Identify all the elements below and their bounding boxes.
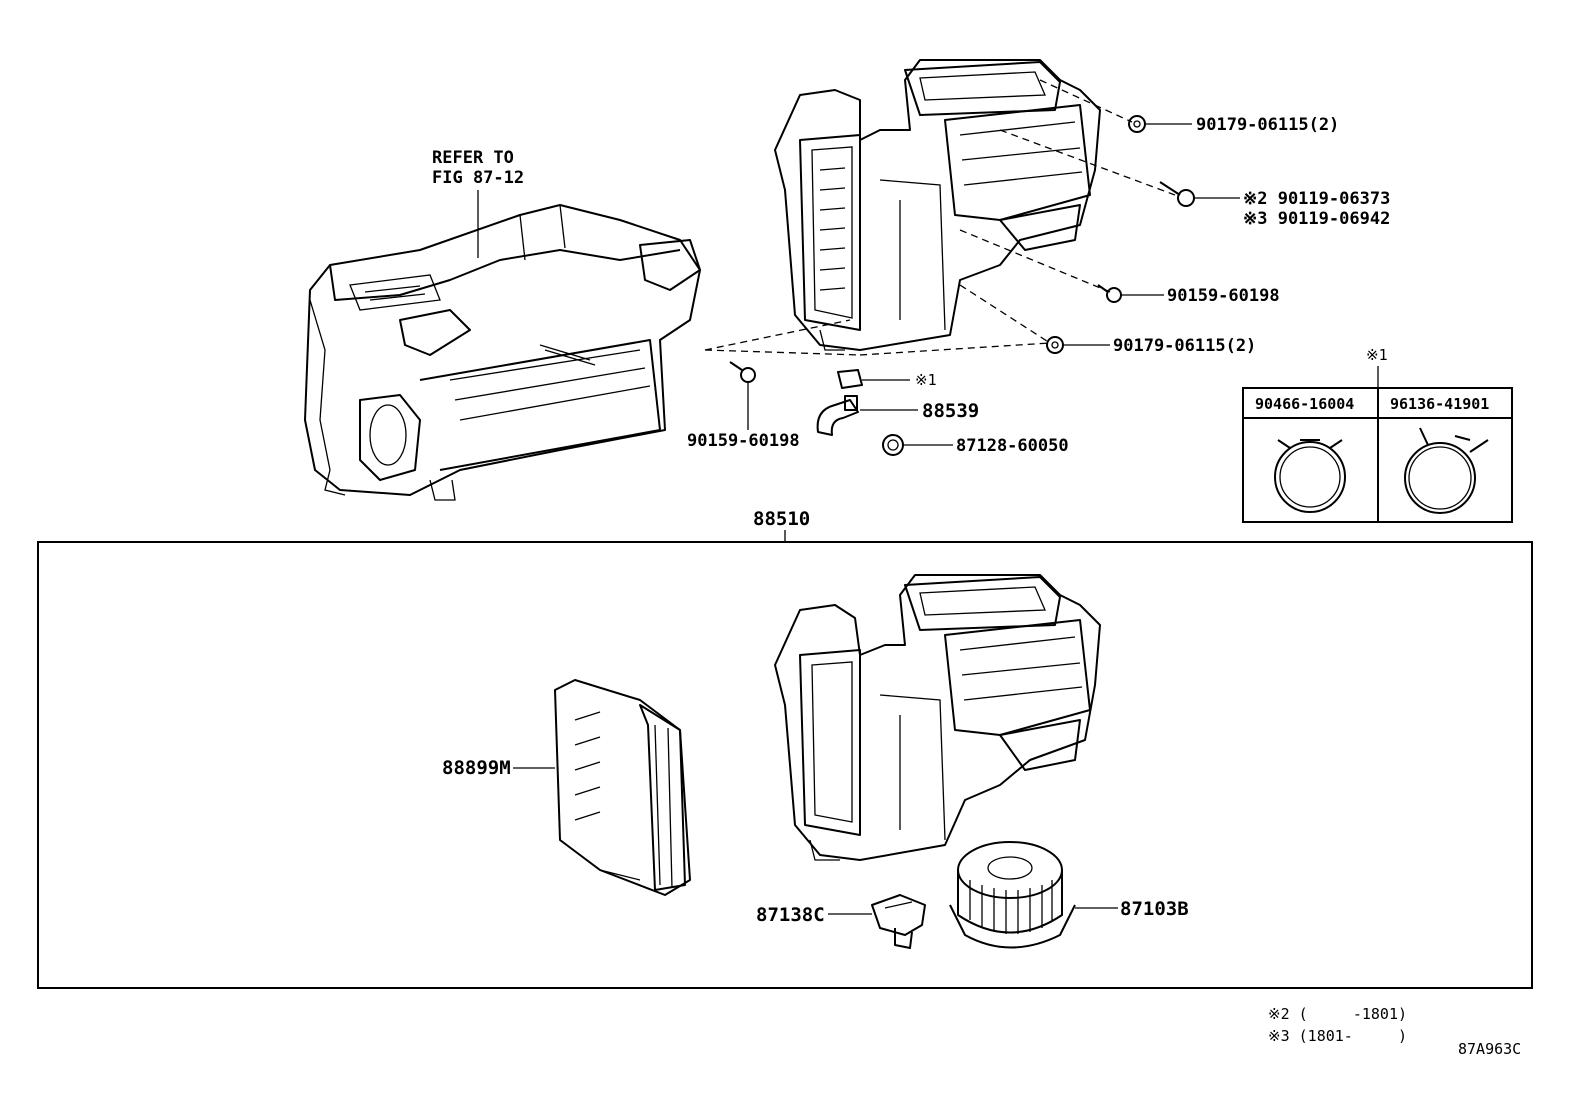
hose-icon — [816, 395, 859, 436]
nut-icon — [1128, 115, 1146, 133]
clamp-icon — [837, 369, 863, 389]
grommet-icon — [882, 434, 904, 456]
refer-to-line1: REFER TO — [432, 148, 514, 168]
callout-screw-left: 90159-60198 — [687, 431, 800, 451]
blower-housing-assembly-illustration — [774, 574, 1101, 861]
nut-icon — [1046, 336, 1064, 354]
footnote-note3: ※3 (1801- ) — [1268, 1027, 1407, 1045]
air-filter-illustration — [554, 679, 691, 896]
resistor-illustration — [871, 894, 926, 949]
callout-grommet: 87128-60050 — [956, 436, 1069, 456]
callout-filter: 88899M — [442, 757, 511, 779]
refer-to-note: REFER TO FIG 87-12 — [432, 148, 524, 258]
callout-bolt-note3: ※3 90119-06942 — [1243, 209, 1390, 229]
hvac-unit-illustration — [304, 204, 701, 501]
callout-bolt-note2: ※2 90119-06373 — [1243, 189, 1390, 209]
callout-resistor: 87138C — [756, 904, 825, 926]
callout-assembly: 88510 — [753, 508, 810, 530]
clamp-col-2: 96136-41901 — [1390, 395, 1489, 413]
footnote-note2: ※2 ( -1801) — [1268, 1005, 1407, 1023]
clamp-icon — [1404, 427, 1489, 514]
callout-nut-bottom: 90179-06115(2) — [1113, 336, 1256, 356]
callout-clamp-mark: ※1 — [915, 371, 937, 389]
assembly-box: 88510 — [37, 508, 1533, 989]
refer-to-line2: FIG 87-12 — [432, 168, 524, 188]
blower-motor-illustration — [949, 841, 1076, 949]
callout-nut-top: 90179-06115(2) — [1196, 115, 1339, 135]
callout-hose: 88539 — [922, 400, 979, 422]
bolt-icon — [1159, 181, 1195, 207]
clamp-icon — [1274, 439, 1346, 513]
blower-housing-illustration — [774, 59, 1101, 351]
leader-lines — [747, 123, 1240, 446]
callout-blower-motor: 87103B — [1120, 898, 1189, 920]
dashed-assembly-lines — [704, 79, 1176, 356]
clamp-table-title: ※1 — [1366, 346, 1388, 364]
figure-code: 87A963C — [1458, 1040, 1521, 1058]
screw-icon — [729, 361, 756, 383]
clamp-col-1: 90466-16004 — [1255, 395, 1354, 413]
screw-icon — [1097, 284, 1122, 303]
callout-screw-right: 90159-60198 — [1167, 286, 1280, 306]
clamp-table: ※1 90466-16004 96136-41901 — [1242, 346, 1513, 523]
hardware-parts — [729, 115, 1195, 456]
